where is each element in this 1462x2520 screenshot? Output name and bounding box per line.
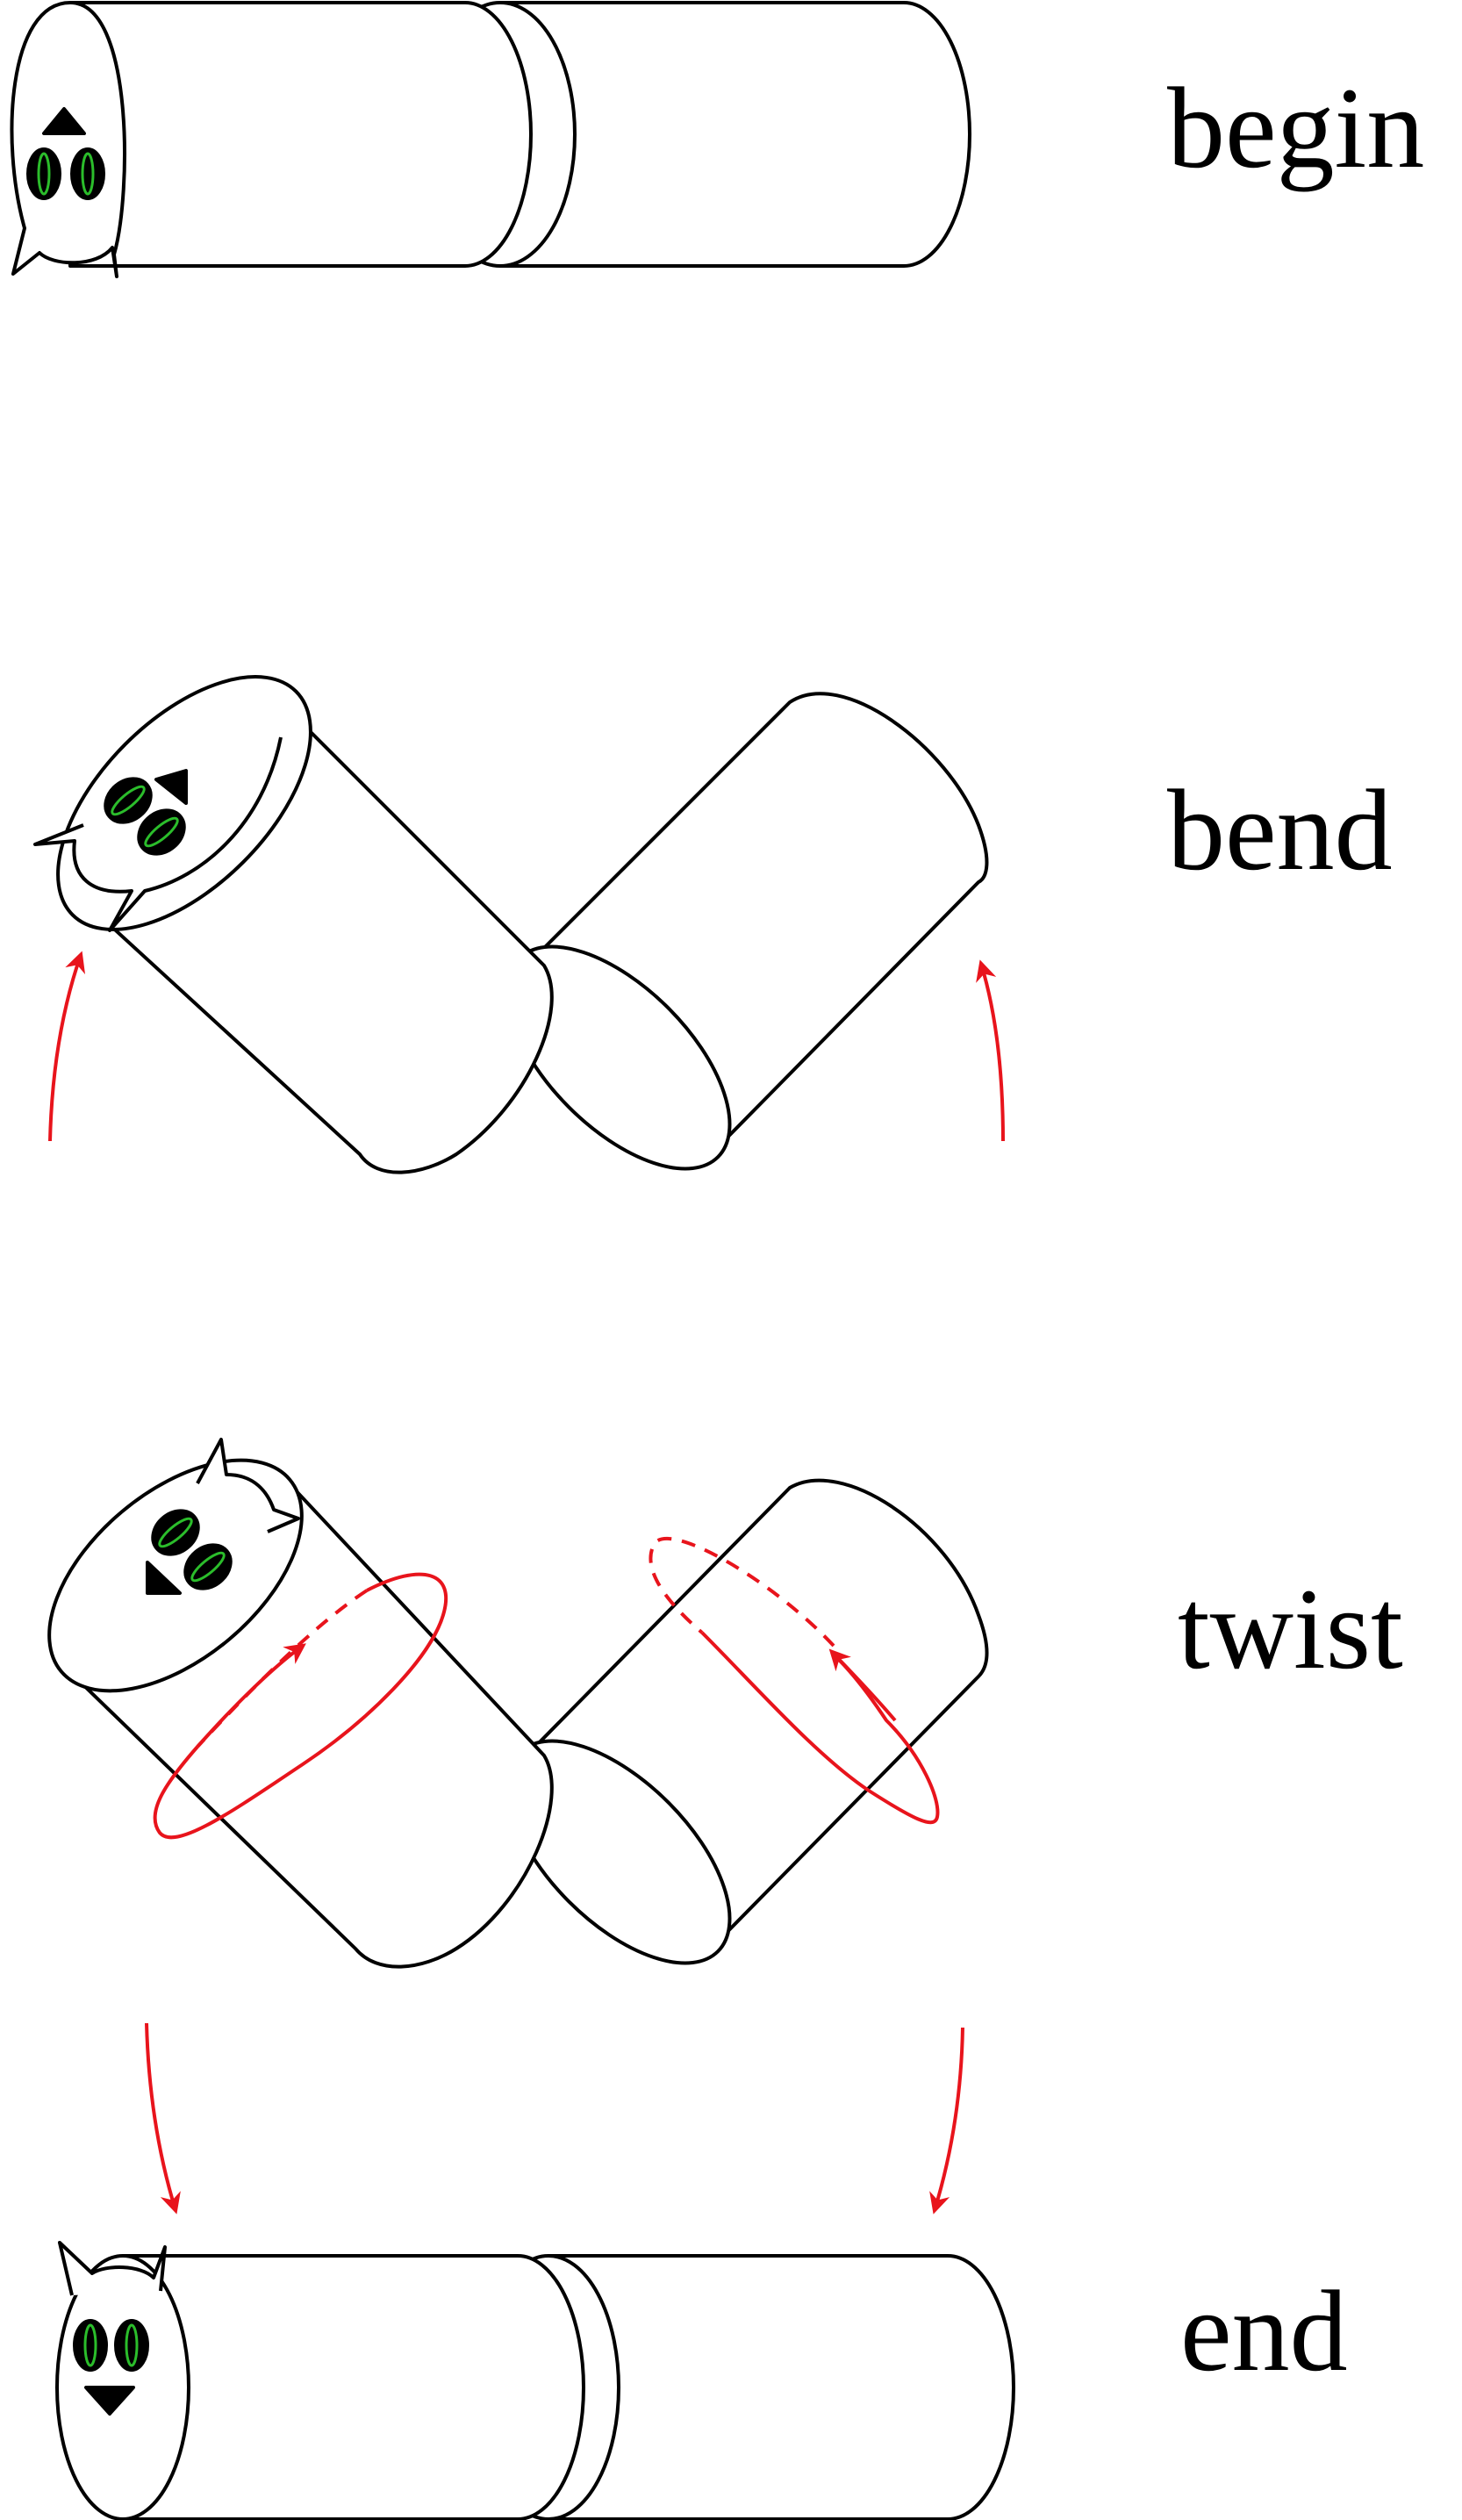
cylinder-left — [56, 675, 554, 1174]
eye-icon — [73, 2319, 108, 2372]
stage-label-begin: begin — [1167, 63, 1425, 192]
curved-arrow-icon — [976, 959, 1005, 1142]
stage-bend — [33, 675, 989, 1174]
nose-icon — [146, 1561, 182, 1595]
stage-label-end: end — [1180, 2266, 1348, 2395]
stage-label-twist: twist — [1178, 1564, 1403, 1693]
eye-icon — [104, 777, 153, 824]
cylinder-front — [55, 2254, 585, 2520]
cylinder-right — [505, 1478, 989, 1965]
eye-icon — [70, 147, 105, 200]
nose-icon — [154, 769, 188, 805]
stage-twist — [47, 1438, 989, 1969]
curved-arrow-icon — [145, 2022, 181, 2215]
cylinder-front — [68, 1, 533, 268]
nose-icon — [42, 107, 86, 135]
eye-icon — [114, 2319, 149, 2372]
eye-icon — [183, 1543, 233, 1590]
eye-icon — [151, 1509, 200, 1556]
cat-head-icon — [33, 736, 283, 932]
stage-label-bend: bend — [1167, 765, 1393, 894]
stage-end — [55, 2241, 1015, 2520]
curved-arrow-icon — [48, 951, 86, 1142]
cat-head-icon — [58, 2241, 167, 2416]
cat-head-icon — [10, 1, 126, 278]
cylinder-right — [505, 692, 989, 1171]
rotation-loop-icon — [649, 1536, 940, 1825]
nose-icon — [84, 2386, 135, 2416]
eye-icon — [26, 147, 61, 200]
curved-arrow-icon — [929, 2027, 964, 2215]
cat-head-icon — [146, 1438, 300, 1595]
cylinder-left — [47, 1458, 554, 1969]
eye-icon — [137, 808, 186, 856]
rotation-loop-icon — [153, 1572, 448, 1840]
stage-begin — [10, 1, 971, 278]
